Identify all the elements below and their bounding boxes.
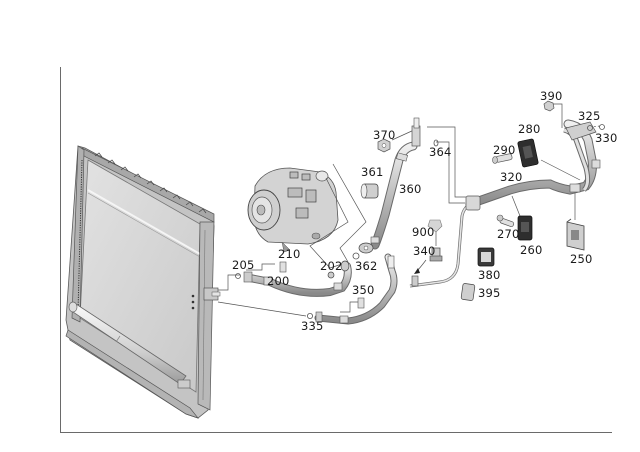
part-label-330[interactable]: 330 (595, 131, 618, 145)
part-label-900[interactable]: 900 (412, 225, 435, 239)
block-280 (517, 138, 539, 168)
suction-hose (358, 117, 421, 254)
pressure-switch-340 (429, 247, 443, 262)
frame-left-border (60, 67, 61, 433)
part-label-390[interactable]: 390 (540, 89, 563, 103)
part-label-205[interactable]: 205 (232, 258, 255, 272)
sleeve-361 (360, 183, 379, 199)
nut-370 (377, 138, 391, 153)
part-label-360[interactable]: 360 (399, 182, 422, 196)
expansion-valve-250 (566, 218, 585, 251)
part-label-202[interactable]: 202 (320, 259, 343, 273)
block-260 (517, 215, 533, 241)
bolt-270 (496, 214, 515, 227)
part-label-260[interactable]: 260 (520, 243, 543, 257)
part-label-370[interactable]: 370 (373, 128, 396, 142)
part-label-361[interactable]: 361 (361, 165, 384, 179)
part-label-362[interactable]: 362 (355, 259, 378, 273)
part-label-340[interactable]: 340 (413, 244, 436, 258)
sensor-380 (477, 247, 495, 267)
part-label-270[interactable]: 270 (497, 227, 520, 241)
evaporator-line-320 (465, 119, 601, 211)
part-label-210[interactable]: 210 (278, 247, 301, 261)
frame-bottom-border (60, 432, 612, 433)
part-label-380[interactable]: 380 (478, 268, 501, 282)
bolt-290 (492, 153, 513, 164)
part-label-395[interactable]: 395 (478, 286, 501, 300)
part-label-350[interactable]: 350 (352, 283, 375, 297)
liquid-line (314, 253, 398, 325)
pressure-hose (243, 260, 352, 297)
part-label-250[interactable]: 250 (570, 252, 593, 266)
part-label-280[interactable]: 280 (518, 122, 541, 136)
compressor (247, 167, 339, 253)
part-label-290[interactable]: 290 (493, 143, 516, 157)
part-label-325[interactable]: 325 (578, 109, 601, 123)
part-label-200[interactable]: 200 (267, 274, 290, 288)
part-label-364[interactable]: 364 (429, 145, 452, 159)
part-label-320[interactable]: 320 (500, 170, 523, 184)
leader-lines (217, 103, 601, 317)
part-label-335[interactable]: 335 (301, 319, 324, 333)
condenser (65, 145, 221, 419)
